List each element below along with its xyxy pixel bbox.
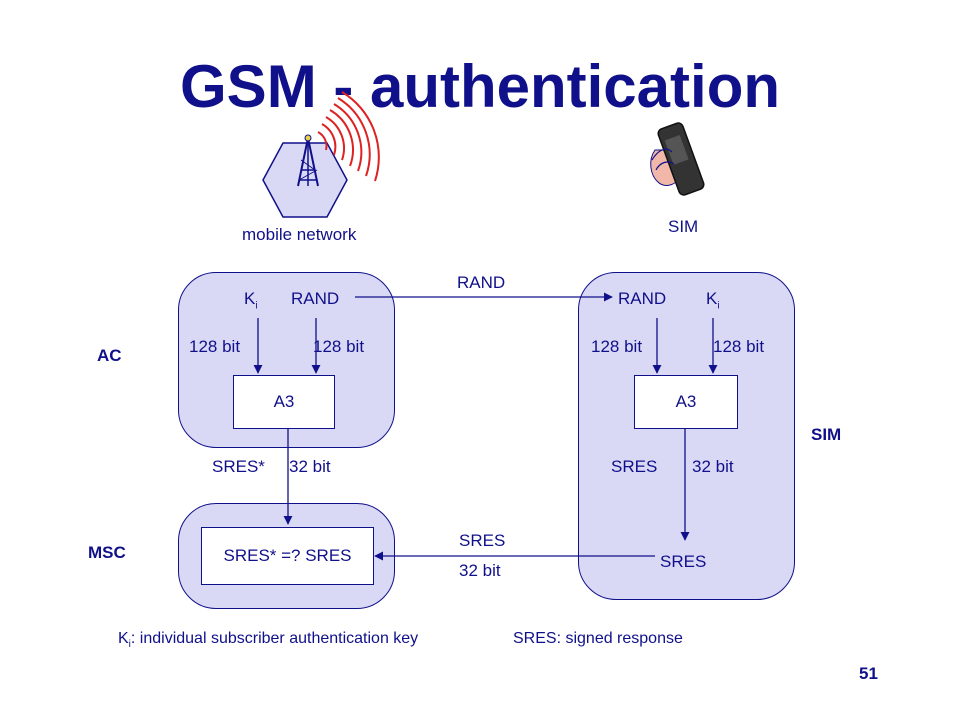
antenna-tower-icon [262, 134, 348, 218]
sim-bits-right: 128 bit [713, 337, 765, 356]
ac-sres-bits: 32 bit [289, 457, 331, 476]
slide-title: GSM - authentication [180, 53, 780, 120]
sim-sres-label: SRES [611, 457, 658, 476]
msc-side-label: MSC [88, 543, 126, 562]
ac-side-label: AC [97, 346, 122, 365]
sim-panel [578, 272, 795, 600]
sres-transfer-label: SRES [459, 531, 506, 550]
ac-a3-box: A3 [233, 375, 335, 429]
sim-ki-label: Ki [706, 289, 720, 312]
sres-transfer-bits: 32 bit [459, 561, 501, 580]
ac-rand-label: RAND [291, 289, 340, 308]
page-number: 51 [859, 664, 878, 683]
sim-side-label: SIM [811, 425, 842, 444]
sim-sres-bits: 32 bit [692, 457, 734, 476]
rand-transfer-label: RAND [457, 273, 506, 292]
sim-bits-left: 128 bit [591, 337, 643, 356]
sim-device-label: SIM [668, 217, 699, 236]
radio-waves-icon [317, 91, 380, 182]
sim-a3-box: A3 [634, 375, 738, 429]
sim-rand-label: RAND [618, 289, 667, 308]
sim-sres-output: SRES [660, 552, 707, 571]
ac-ki-label: Ki [244, 289, 258, 312]
legend-sres: SRES: signed response [513, 630, 683, 647]
msc-compare-box: SRES* =? SRES [201, 527, 374, 585]
ac-bits-right: 128 bit [313, 337, 365, 356]
network-label: mobile network [242, 225, 357, 244]
legend-ki: Ki: individual subscriber authentication… [118, 630, 419, 651]
ac-sres-star-label: SRES* [212, 457, 265, 476]
ac-bits-left: 128 bit [189, 337, 241, 356]
mobile-phone-icon [650, 122, 705, 196]
